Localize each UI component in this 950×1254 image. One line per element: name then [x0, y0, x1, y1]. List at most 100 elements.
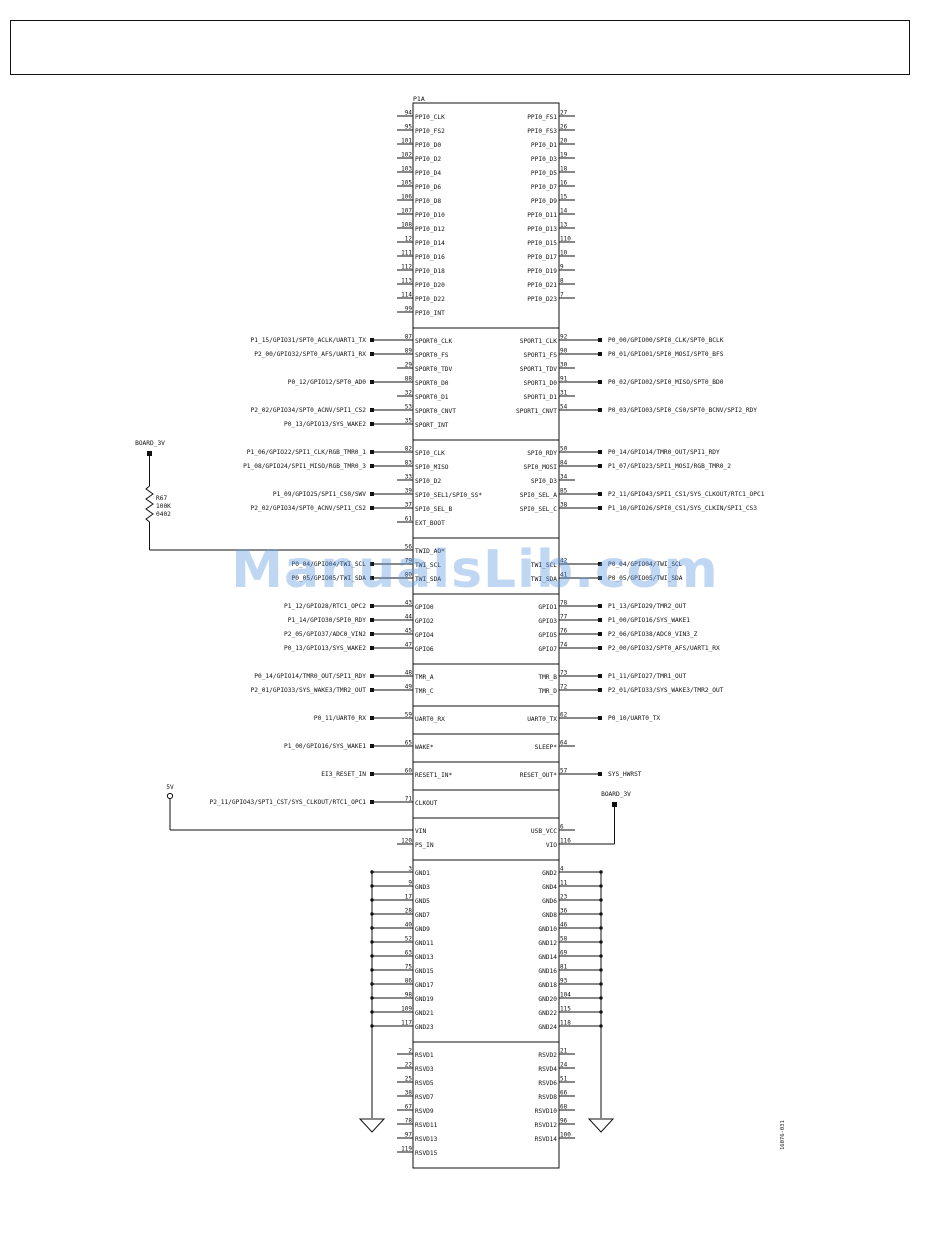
- pin-name: PPI0_FS1: [527, 114, 557, 121]
- net-label: P0_05/GPIO05/TWI_SDA: [608, 575, 683, 582]
- pin-number: 57: [560, 768, 568, 775]
- net-connector: [598, 604, 602, 608]
- net-connector: [370, 618, 374, 622]
- title-box: [10, 20, 910, 75]
- pin-number: 22: [405, 1062, 413, 1069]
- pin-number: 7: [560, 292, 564, 299]
- net-label: P0_13/GPIO13/SYS_WAKE2: [284, 421, 366, 428]
- junction-dot: [370, 1024, 374, 1028]
- pin-number: 24: [560, 1062, 568, 1069]
- junction-dot: [599, 940, 603, 944]
- junction-dot: [599, 1010, 603, 1014]
- net-connector: [370, 744, 374, 748]
- pin-number: 12: [405, 236, 413, 243]
- net-label: P0_11/UART0_RX: [314, 715, 366, 722]
- net-label: P0_14/GPIO14/TMR0_OUT/SPI1_RDY: [254, 673, 366, 680]
- pin-number: 82: [405, 446, 413, 453]
- pin-number: 37: [405, 502, 413, 509]
- pin-number: 89: [405, 348, 413, 355]
- net-label: P2_00/GPIO32/SPT0_AFS/UART1_RX: [608, 645, 720, 652]
- pin-number: 98: [405, 992, 413, 999]
- pin-number: 25: [405, 1076, 413, 1083]
- ground-symbol: [587, 1118, 615, 1133]
- pin-name: GND6: [542, 898, 557, 905]
- net-connector: [598, 716, 602, 720]
- net-connector: [598, 338, 602, 342]
- pin-number: 107: [401, 208, 412, 215]
- pin-name: PPI0_D8: [415, 198, 441, 205]
- net-label: SYS_HWRST: [608, 771, 642, 778]
- pin-number: 50: [560, 446, 568, 453]
- pin-number: 60: [405, 768, 413, 775]
- pin-name: PPI0_D23: [527, 296, 557, 303]
- net-label: P0_01/GPIO01/SPI0_MOSI/SPT0_BFS: [608, 351, 724, 358]
- pin-name: SPI0_D3: [531, 478, 557, 485]
- net-label: P0_04/GPIO04/TWI_SCL: [608, 561, 683, 568]
- pin-number: 115: [560, 1006, 571, 1013]
- net-connector: [370, 646, 374, 650]
- pin-name: GND17: [415, 982, 434, 989]
- pin-number: 78: [405, 1118, 413, 1125]
- pin-number: 68: [560, 1104, 568, 1111]
- pin-number: 78: [560, 600, 568, 607]
- pin-number: 9: [408, 880, 412, 887]
- pin-number: 113: [401, 278, 412, 285]
- pin-number: 58: [560, 936, 568, 943]
- power-port: [612, 802, 617, 807]
- pin-number: 69: [560, 950, 568, 957]
- pin-number: 96: [560, 1118, 568, 1125]
- pin-number: 18: [560, 166, 568, 173]
- pin-name: GND3: [415, 884, 430, 891]
- pin-name: RSVD15: [415, 1150, 438, 1157]
- pin-name: PPI0_D16: [415, 254, 445, 261]
- pin-number: 63: [405, 950, 413, 957]
- pin-name: PPI0_D6: [415, 184, 441, 191]
- pin-number: 91: [560, 376, 568, 383]
- pin-number: 38: [560, 502, 568, 509]
- pin-name: PPI0_D22: [415, 296, 445, 303]
- pin-number: 33: [405, 474, 413, 481]
- pin-name: RSVD6: [538, 1080, 557, 1087]
- junction-dot: [370, 1010, 374, 1014]
- pin-number: 99: [405, 306, 413, 313]
- pin-number: 2: [408, 1048, 412, 1055]
- pin-name: SPORT1_D1: [523, 394, 557, 401]
- pin-name: PPI0_D4: [415, 170, 441, 177]
- pin-name: UART0_RX: [415, 716, 445, 723]
- pin-name: GND22: [538, 1010, 557, 1017]
- resistor-ref: R67: [156, 495, 167, 502]
- pin-number: 20: [560, 138, 568, 145]
- pin-number: 9: [560, 264, 564, 271]
- net-connector: [370, 422, 374, 426]
- net-label: P1_11/GPIO27/TMR1_OUT: [608, 673, 687, 680]
- pin-number: 100: [560, 1132, 571, 1139]
- net-connector: [370, 772, 374, 776]
- net-connector: [598, 576, 602, 580]
- net-label: P1_10/GPIO26/SPI0_CS1/SYS_CLKIN/SPI1_CS3: [608, 505, 757, 512]
- pin-name: WAKE*: [415, 744, 434, 751]
- pin-name: GND20: [538, 996, 557, 1003]
- figure-id: 16076-031: [780, 1120, 786, 1150]
- pin-name: PPI0_D0: [415, 142, 441, 149]
- junction-dot: [599, 912, 603, 916]
- pin-name: PPI0_D17: [527, 254, 557, 261]
- net-connector: [598, 492, 602, 496]
- net-connector: [370, 562, 374, 566]
- net-connector: [598, 688, 602, 692]
- pin-name: PPI0_D20: [415, 282, 445, 289]
- net-connector: [598, 674, 602, 678]
- pin-name: SPORT0_CNVT: [415, 408, 456, 415]
- pin-number: 52: [405, 936, 413, 943]
- pin-number: 31: [560, 390, 568, 397]
- pin-number: 14: [560, 208, 568, 215]
- pin-name: PPI0_D19: [527, 268, 557, 275]
- net-connector: [370, 688, 374, 692]
- pin-name: RESET_OUT*: [520, 772, 558, 779]
- pin-name: SPI0_RDY: [527, 450, 557, 457]
- net-connector: [598, 618, 602, 622]
- pin-name: GND21: [415, 1010, 434, 1017]
- pin-name: GND24: [538, 1024, 557, 1031]
- pin-name: RSVD2: [538, 1052, 557, 1059]
- pin-name: SPI0_SEL_C: [520, 506, 558, 513]
- pin-number: 119: [401, 1146, 412, 1153]
